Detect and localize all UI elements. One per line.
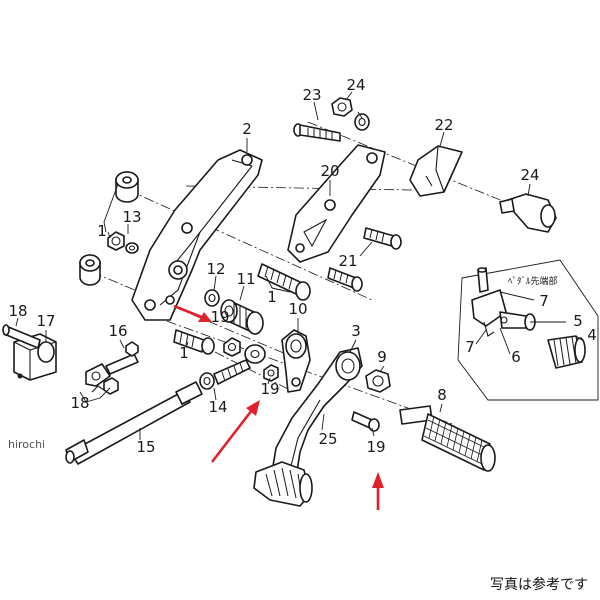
part-19-nuts-center: [223, 337, 279, 382]
callout-24-right: 24: [520, 166, 539, 184]
part-23-bolt: [293, 123, 341, 142]
red-arrow-icon: [372, 472, 384, 510]
callout-15: 15: [136, 438, 155, 456]
part-3-pedal-lever: [271, 347, 363, 485]
watermark-text: hirochi: [8, 438, 46, 451]
red-arrow-icon: [173, 304, 212, 322]
part-18-pin: [2, 324, 105, 393]
part-1-collars: [79, 171, 139, 286]
part-14-bolt: [199, 359, 251, 390]
callout-1-right: 1: [267, 288, 277, 306]
callout-10: 10: [288, 300, 307, 318]
callout-14: 14: [208, 398, 227, 416]
inset-label: ﾍﾟﾀﾞﾙ先端部: [508, 275, 558, 287]
part-2-bracket: [131, 149, 263, 321]
part-15-shift-rod: [65, 381, 203, 465]
red-arrows: [173, 304, 384, 510]
part-13-nuts: [107, 231, 139, 254]
callout-20: 20: [320, 162, 339, 180]
part-16-rod-end: [85, 341, 139, 395]
part-10-shift-arm: [281, 329, 311, 393]
callout-19-b: 19: [260, 380, 279, 398]
callout-19-a: 19: [210, 308, 229, 326]
callout-12: 12: [206, 260, 225, 278]
part-9-splined-bush: [220, 299, 264, 335]
callout-7-bottom: 7: [465, 338, 475, 356]
red-arrow-icon: [210, 400, 260, 463]
callout-18-bottom: 18: [70, 394, 89, 412]
callout-2: 2: [242, 120, 252, 138]
callout-4: 4: [587, 326, 597, 344]
part-21-bolts: [327, 227, 402, 292]
leader-lines: [15, 91, 583, 440]
callout-16: 16: [108, 322, 127, 340]
callout-9: 9: [377, 348, 387, 366]
callout-19-c: 19: [366, 438, 385, 456]
callout-24-top: 24: [346, 76, 365, 94]
part-19-bolt-pedal: [351, 369, 391, 432]
callout-21: 21: [338, 252, 357, 270]
callout-17: 17: [36, 312, 55, 330]
callout-3: 3: [351, 322, 361, 340]
reference-photo-caption: 写真は参考です: [490, 577, 588, 593]
callout-18-top: 18: [8, 302, 27, 320]
callout-1-top: 1: [97, 222, 107, 240]
inset-detail: ﾍﾟﾀﾞﾙ先端部: [457, 259, 599, 401]
part-1-bolt-center: [173, 329, 215, 355]
callout-7-top: 7: [539, 292, 549, 310]
callout-8: 8: [437, 386, 447, 404]
callout-1-center: 1: [179, 344, 189, 362]
part-22-block: [409, 145, 463, 197]
part-17-clevis: [13, 333, 57, 381]
part-8-foot-peg: [399, 405, 496, 472]
callout-22: 22: [434, 116, 453, 134]
callout-5: 5: [573, 312, 583, 330]
part-12-washer: [204, 289, 220, 307]
callout-23: 23: [302, 86, 321, 104]
callout-11: 11: [236, 270, 255, 288]
part-20-bracket: [287, 144, 386, 263]
part-25-pedal-tip: [253, 461, 313, 507]
part-24-knob: [499, 193, 557, 233]
part-11-bolt: [257, 263, 311, 301]
callout-13: 13: [122, 208, 141, 226]
callout-numbers: 2 23 24 20 22 24 1 13 21 12 11 1 10 19 1…: [8, 76, 596, 456]
callout-25: 25: [318, 430, 337, 448]
part-24-nut-top: [331, 97, 370, 131]
callout-6: 6: [511, 348, 521, 366]
